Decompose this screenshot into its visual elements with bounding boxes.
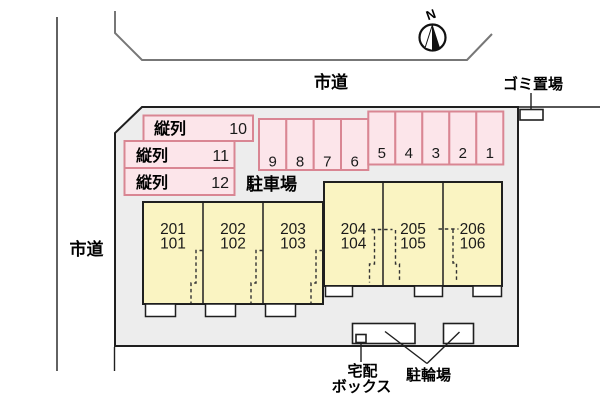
- unit-number-upper: 202: [220, 221, 246, 238]
- parking-stalls-back-row: 9 8 7 6: [258, 118, 370, 171]
- bicycle-parking-box-1: [351, 322, 416, 345]
- entrance-porch: [324, 285, 354, 298]
- delivery-box-label-line2: ボックス: [332, 379, 392, 396]
- tandem-number-12: 12: [211, 175, 229, 192]
- unit-number-lower: 101: [160, 236, 186, 253]
- stair-dashed-line: [250, 249, 263, 303]
- parking-lot-label: 駐車場: [246, 174, 297, 194]
- unit-number-lower: 105: [400, 236, 426, 253]
- unit-number-lower: 106: [460, 236, 486, 253]
- compass-needle-east: [432, 24, 440, 51]
- stair-dashed-line: [190, 249, 203, 303]
- building-right-outline: [323, 181, 503, 287]
- stair-dashed-line: [394, 230, 401, 283]
- unit-number-lower: 102: [220, 236, 246, 253]
- tandem-number-11: 11: [212, 148, 229, 165]
- parking-stall-7: [312, 118, 343, 171]
- bicycle-parking-label: 駐輪場: [406, 366, 451, 384]
- parking-stall-5: [367, 110, 397, 166]
- tandem-stall-11: [123, 140, 236, 169]
- delivery-box: [355, 333, 367, 344]
- entrance-porch: [413, 285, 444, 298]
- bottom-facilities: 宅配 ボックス 駐輪場: [332, 322, 475, 396]
- unit-number-upper: 205: [400, 221, 426, 238]
- stall-number-9: 9: [269, 154, 277, 171]
- stall-number-6: 6: [351, 154, 359, 171]
- stall-number-8: 8: [296, 154, 304, 171]
- entrance-porch: [144, 303, 177, 318]
- stall-number-2: 2: [459, 145, 467, 162]
- stall-number-5: 5: [378, 145, 386, 162]
- parking-stall-3: [421, 110, 451, 166]
- tandem-label-12: 縦列: [136, 173, 168, 192]
- tandem-number-10: 10: [229, 121, 247, 138]
- compass-icon: N: [418, 6, 447, 52]
- stall-number-3: 3: [432, 145, 440, 162]
- unit-number-upper: 206: [460, 221, 486, 238]
- road-label-left: 市道: [70, 239, 104, 259]
- tandem-stall-10: [142, 114, 254, 142]
- parking-stalls-front-row: 5 4 3 2 1: [367, 110, 505, 166]
- tandem-label-11: 縦列: [136, 146, 168, 165]
- garbage-area: ゴミ置場: [503, 75, 563, 121]
- road-edge-top: [114, 11, 493, 61]
- parking-stall-1: [475, 110, 505, 166]
- stair-dashed-line: [452, 229, 458, 282]
- bicycle-leader-line: [384, 330, 428, 365]
- unit-number-lower: 104: [341, 236, 367, 253]
- unit-number-upper: 203: [280, 221, 306, 238]
- garbage-area-label: ゴミ置場: [503, 75, 563, 93]
- stall-number-1: 1: [486, 145, 494, 162]
- unit-number-upper: 204: [341, 221, 367, 238]
- bicycle-leader-line: [426, 331, 460, 365]
- tandem-parking-rows: 縦列 10 縦列 11 縦列 12: [123, 114, 254, 196]
- north-label: N: [424, 6, 438, 23]
- stall-number-7: 7: [323, 154, 331, 171]
- unit-number-upper: 201: [160, 221, 186, 238]
- building-right: 204 104 205 105 206 106: [323, 181, 503, 298]
- tandem-stall-12: [123, 167, 236, 196]
- building-left-outline: [142, 201, 324, 305]
- stair-dashed-line: [310, 249, 323, 303]
- parking-stall-6: [340, 118, 370, 171]
- tandem-label-10: 縦列: [154, 119, 186, 138]
- delivery-box-label-line1: 宅配: [347, 362, 377, 380]
- stall-number-4: 4: [405, 145, 413, 162]
- road-label-top: 市道: [314, 72, 348, 92]
- entrance-porch: [264, 303, 297, 318]
- garbage-area-box: [519, 108, 544, 121]
- building-left: 201 101 202 102 203 103: [142, 201, 324, 318]
- entrance-porch: [472, 285, 503, 298]
- unit-number-lower: 103: [280, 236, 306, 253]
- parking-stall-8: [285, 118, 315, 171]
- entrance-porch: [204, 303, 237, 318]
